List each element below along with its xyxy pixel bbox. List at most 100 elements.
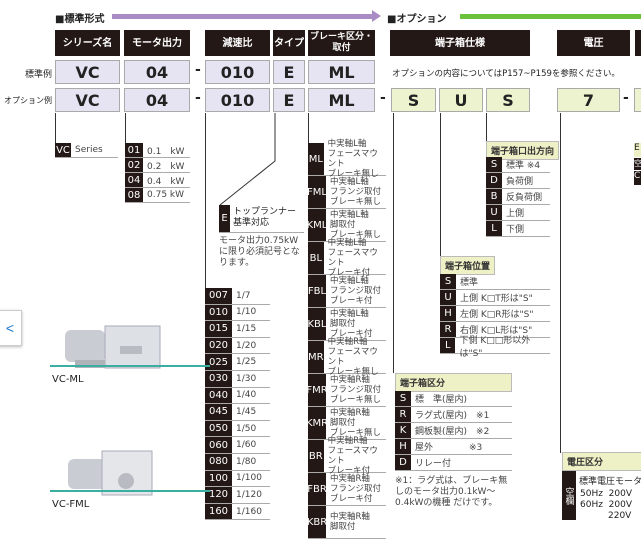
item-code: 025	[205, 354, 232, 370]
item-code: 08	[125, 188, 143, 202]
product-label: VC-ML	[52, 374, 84, 385]
item-label: リレー付	[415, 459, 452, 469]
box-type-title: 端子箱区分	[395, 373, 512, 392]
item-label: 1/80	[236, 456, 257, 467]
list-item: 04 0.4 kW	[125, 173, 190, 188]
section-option-label: ■オプション	[387, 14, 447, 25]
item-label: 上側 K□T形は"S"	[460, 294, 533, 304]
item-code: FML	[307, 176, 327, 208]
item-label: 中実軸L軸 脚取付 ブレーキ無し	[330, 210, 382, 240]
voltage-line: 50Hz 200V	[580, 489, 633, 499]
item-label: 1/50	[236, 423, 257, 434]
item-label: 1/30	[236, 373, 257, 384]
box-type-note: ※1：ラグ式は、ブレーキ無しのモータ出力0.1kW～0.4kWの機種 だけです。	[395, 476, 508, 508]
item-code: 015	[205, 321, 232, 337]
item-code: FBL	[308, 275, 326, 307]
type-e-item: E トップランナー基準対応	[219, 205, 304, 233]
connector-line	[560, 113, 561, 453]
list-item: 007 1/7	[205, 288, 270, 305]
item-code: L	[486, 221, 502, 236]
item-label: 鋼板製(屋内) ※2	[415, 427, 490, 437]
item-code: FBR	[307, 473, 327, 505]
item-code: H	[395, 439, 411, 454]
dash: -	[380, 90, 386, 106]
voltage-line: 60Hz 200V	[580, 500, 633, 510]
item-label: 屋外 ※3	[415, 443, 483, 453]
item-label: 左側 K□R形は"S"	[460, 310, 534, 320]
header-next	[635, 30, 641, 56]
header-brake: ブレーキ区分・取付	[308, 30, 375, 56]
item-label: 標準	[460, 278, 479, 288]
header-series: シリーズ名	[55, 30, 120, 56]
item-code: VC	[55, 143, 71, 157]
item-label: 1/20	[236, 340, 257, 351]
connector-line	[55, 113, 56, 157]
item-code: BL	[308, 242, 324, 274]
item-code: 100	[205, 470, 232, 487]
product-image-vc-ml	[50, 325, 210, 369]
item-code: FMR	[306, 374, 328, 406]
item-code: 01	[125, 143, 143, 157]
prev-page-button[interactable]: <	[0, 310, 22, 346]
box-position-title: 端子箱位置	[440, 256, 496, 275]
connector-line	[486, 113, 487, 143]
voltage-line: 220V	[608, 511, 632, 521]
section-standard-label: ■標準形式	[55, 14, 105, 25]
connector-line	[440, 113, 441, 258]
item-label: 反負荷側	[506, 193, 543, 203]
item-label: 中実軸R軸 脚取付 ブレーキ無し	[330, 408, 382, 438]
list-item: 030 1/30	[205, 370, 270, 388]
item-code: 04	[125, 173, 143, 187]
item-label: 1/7	[236, 290, 251, 301]
std-ratio: 010	[205, 60, 270, 84]
item-label: 0.1 kW	[147, 146, 185, 157]
item-label: 1/45	[236, 406, 257, 417]
type-note: モータ出力0.75kWに限り必須記号となります。	[219, 236, 300, 268]
item-code: 080	[205, 453, 232, 470]
item-code: BR	[308, 440, 324, 472]
item-code: L	[440, 338, 456, 353]
product-image-vc-fml	[50, 450, 210, 496]
item-label: 右側 K□L形は"S"	[460, 326, 533, 336]
std-brake: ML	[308, 60, 375, 84]
item-label: 下側	[506, 225, 525, 235]
opt-type: E	[273, 88, 305, 112]
opt-box-position: U	[439, 88, 483, 112]
outlet-direction-title: 端子箱口出方向	[486, 141, 560, 160]
list-item: 01 0.1 kW	[125, 143, 190, 158]
item-label: Series	[75, 145, 103, 155]
opt-voltage: 7	[557, 88, 620, 112]
item-code: D	[395, 455, 411, 470]
item-code: 030	[205, 370, 232, 387]
item-label: 標準 ※4	[506, 161, 541, 171]
item-code: 007	[205, 288, 232, 304]
list-item: D リレー付	[395, 455, 512, 471]
item-code: KMR	[306, 407, 328, 439]
option-note: オプションの内容についてはP157~P159を参照ください。	[392, 69, 620, 79]
item-label: 中実軸R軸 フランジ取付 ブレーキ無し	[330, 375, 382, 405]
item-label: 0.4 kW	[147, 176, 185, 187]
edge-e: E	[634, 143, 641, 157]
item-code: U	[486, 205, 502, 220]
header-terminal-box: 端子箱仕様	[390, 30, 530, 56]
item-code: 160	[205, 503, 232, 520]
standard-arrow-head	[372, 10, 381, 22]
row-label-option: オプション例	[4, 96, 52, 105]
